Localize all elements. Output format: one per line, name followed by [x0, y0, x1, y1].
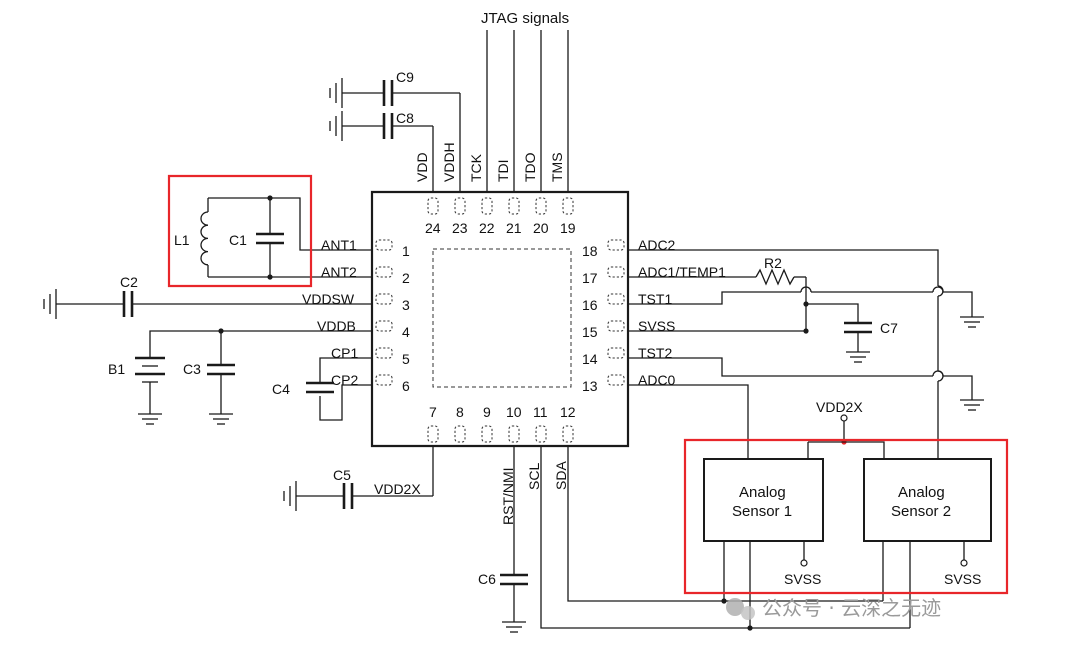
pin-num-7: 7 [429, 404, 437, 420]
pin-name-tms: TMS [549, 152, 565, 182]
pin-num-14: 14 [582, 351, 598, 367]
analog-sensor-1 [704, 459, 823, 541]
pin-num-6: 6 [402, 378, 410, 394]
c7-label: C7 [880, 320, 898, 336]
pin-num-2: 2 [402, 270, 410, 286]
c6-label: C6 [478, 571, 496, 587]
pin-num-15: 15 [582, 324, 598, 340]
pin-name-adc0: ADC0 [638, 372, 676, 388]
watermark-text: 公众号 · 云深之无迹 [762, 596, 941, 620]
pin-name-adc2: ADC2 [638, 237, 676, 253]
top-pin-names: VDD VDDH TCK TDI TDO TMS [414, 142, 565, 182]
ic-body [372, 192, 628, 446]
l1-label: L1 [174, 232, 190, 248]
pin-num-13: 13 [582, 378, 598, 394]
sensor-2-line1: Analog [898, 484, 945, 501]
pin-num-17: 17 [582, 270, 598, 286]
capacitor-c4: C4 [272, 358, 372, 420]
pin-name-tdo: TDO [522, 152, 538, 182]
pin-name-tck: TCK [468, 153, 484, 182]
jtag-label: JTAG signals [481, 10, 569, 27]
pin-name-vdd: VDD [414, 152, 430, 182]
pin-name-cp2: CP2 [331, 372, 358, 388]
right-nets: R2 C7 [628, 250, 984, 459]
pin-num-16: 16 [582, 297, 598, 313]
jtag-lines [487, 30, 568, 198]
pin-name-vddh: VDDH [441, 142, 457, 182]
sensor-2-svss: SVSS [944, 571, 981, 587]
bottom-pins: 7 8 9 10 11 12 [428, 404, 576, 442]
antenna-tank: L1 C1 [174, 195, 372, 280]
pin-name-rst-nmi: RST/NMI [500, 467, 516, 525]
pin-num-4: 4 [402, 324, 410, 340]
sensor-block: VDD2X Analog Sensor 1 Analog Sensor 2 SV… [704, 399, 991, 628]
sensor-2-line2: Sensor 2 [891, 503, 951, 520]
battery-and-c3: B1 C3 [108, 328, 372, 424]
pin-num-21: 21 [506, 220, 522, 236]
pin-num-22: 22 [479, 220, 495, 236]
sensor-highlight-box [685, 440, 1007, 593]
pin-num-10: 10 [506, 404, 522, 420]
pin-name-scl: SCL [526, 463, 542, 490]
capacitor-c9: C9 [330, 69, 460, 198]
analog-sensor-2 [864, 459, 991, 541]
pin-num-18: 18 [582, 243, 598, 259]
capacitor-c5: C5 VDD2X [284, 446, 433, 511]
pin-num-24: 24 [425, 220, 441, 236]
right-pins: 18 17 16 15 14 13 ADC2 ADC1/TEMP1 TST1 S… [582, 237, 726, 394]
sensor-1-line1: Analog [739, 484, 786, 501]
top-pins: 24 23 22 21 20 19 [425, 198, 576, 236]
pin-num-11: 11 [533, 404, 548, 420]
c4-label: C4 [272, 381, 290, 397]
pin-name-ant2: ANT2 [321, 264, 357, 280]
c2-label: C2 [120, 274, 138, 290]
pin-name-adc1-temp1: ADC1/TEMP1 [638, 264, 726, 280]
capacitor-c2: C2 [44, 274, 372, 319]
pin-name-sda: SDA [553, 461, 569, 490]
c8-label: C8 [396, 110, 414, 126]
pin-name-ant1: ANT1 [321, 237, 357, 253]
pin-num-12: 12 [560, 404, 576, 420]
pin-num-8: 8 [456, 404, 464, 420]
c5-label: C5 [333, 467, 351, 483]
b1-label: B1 [108, 361, 125, 377]
pin-num-3: 3 [402, 297, 410, 313]
pin-name-vddsw: VDDSW [302, 291, 355, 307]
sensor-supply-label: VDD2X [816, 399, 863, 415]
c9-label: C9 [396, 69, 414, 85]
c3-label: C3 [183, 361, 201, 377]
pin-num-1: 1 [402, 243, 410, 259]
pin-num-9: 9 [483, 404, 491, 420]
capacitor-c6: C6 [478, 446, 528, 632]
r2-label: R2 [764, 255, 782, 271]
pin-num-5: 5 [402, 351, 410, 367]
left-pins: 1 2 3 4 5 6 ANT1 ANT2 VDDSW VDDB CP1 CP2 [302, 237, 410, 394]
pin-num-19: 19 [560, 220, 576, 236]
sensor-1-svss: SVSS [784, 571, 821, 587]
vdd2x-pin-label: VDD2X [374, 481, 421, 497]
pin-num-23: 23 [452, 220, 468, 236]
pin-name-svss: SVSS [638, 318, 675, 334]
pin-name-tdi: TDI [495, 159, 511, 182]
c1-label: C1 [229, 232, 247, 248]
pin-name-tst1: TST1 [638, 291, 672, 307]
pin-name-tst2: TST2 [638, 345, 672, 361]
pin-name-vddb: VDDB [317, 318, 356, 334]
ic-exposed-pad [433, 249, 571, 387]
pin-num-20: 20 [533, 220, 549, 236]
sensor-1-line2: Sensor 1 [732, 503, 792, 520]
watermark: 公众号 · 云深之无迹 [726, 596, 941, 620]
pin-name-cp1: CP1 [331, 345, 358, 361]
capacitor-c8: C8 [330, 110, 433, 198]
antenna-highlight-box [169, 176, 311, 286]
